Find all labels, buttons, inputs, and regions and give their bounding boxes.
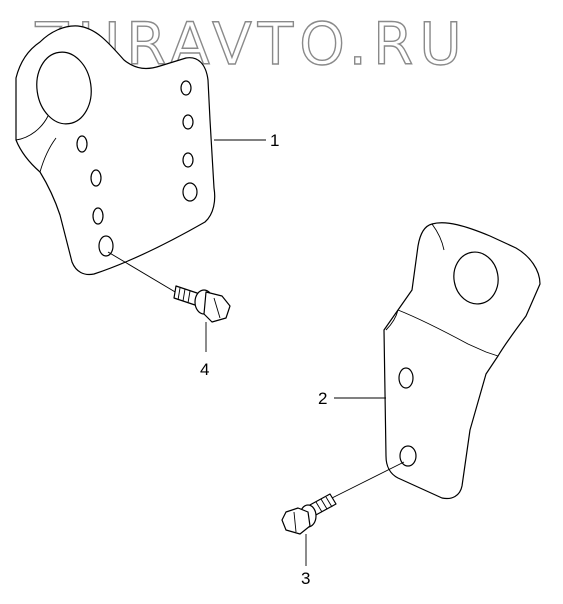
bracket-1-hole xyxy=(180,80,192,96)
callout-3: 3 xyxy=(301,569,310,588)
bolt-part-4 xyxy=(173,285,231,323)
callout-1: 1 xyxy=(270,131,279,150)
bracket-2-body xyxy=(383,222,541,500)
callout-4: 4 xyxy=(200,360,209,379)
bracket-part-1 xyxy=(15,25,216,276)
leader-line-3-axis xyxy=(323,461,405,503)
bolt-3-head xyxy=(281,507,311,535)
bracket-2-hole xyxy=(398,367,414,389)
bracket-1-hole xyxy=(182,182,198,202)
bracket-1-hole xyxy=(98,235,114,257)
callout-2: 2 xyxy=(318,389,327,408)
bracket-2-hole xyxy=(399,445,417,467)
bracket-1-hole xyxy=(92,207,104,225)
bolt-part-3 xyxy=(281,493,337,535)
bracket-2-large-hole xyxy=(453,251,499,305)
bracket-1-hole xyxy=(182,114,194,130)
bracket-1-hole xyxy=(182,152,194,168)
bracket-1-hole xyxy=(90,169,102,187)
bracket-part-2 xyxy=(383,222,541,500)
bracket-1-hole xyxy=(76,135,88,153)
bracket-1-large-hole xyxy=(36,51,92,125)
